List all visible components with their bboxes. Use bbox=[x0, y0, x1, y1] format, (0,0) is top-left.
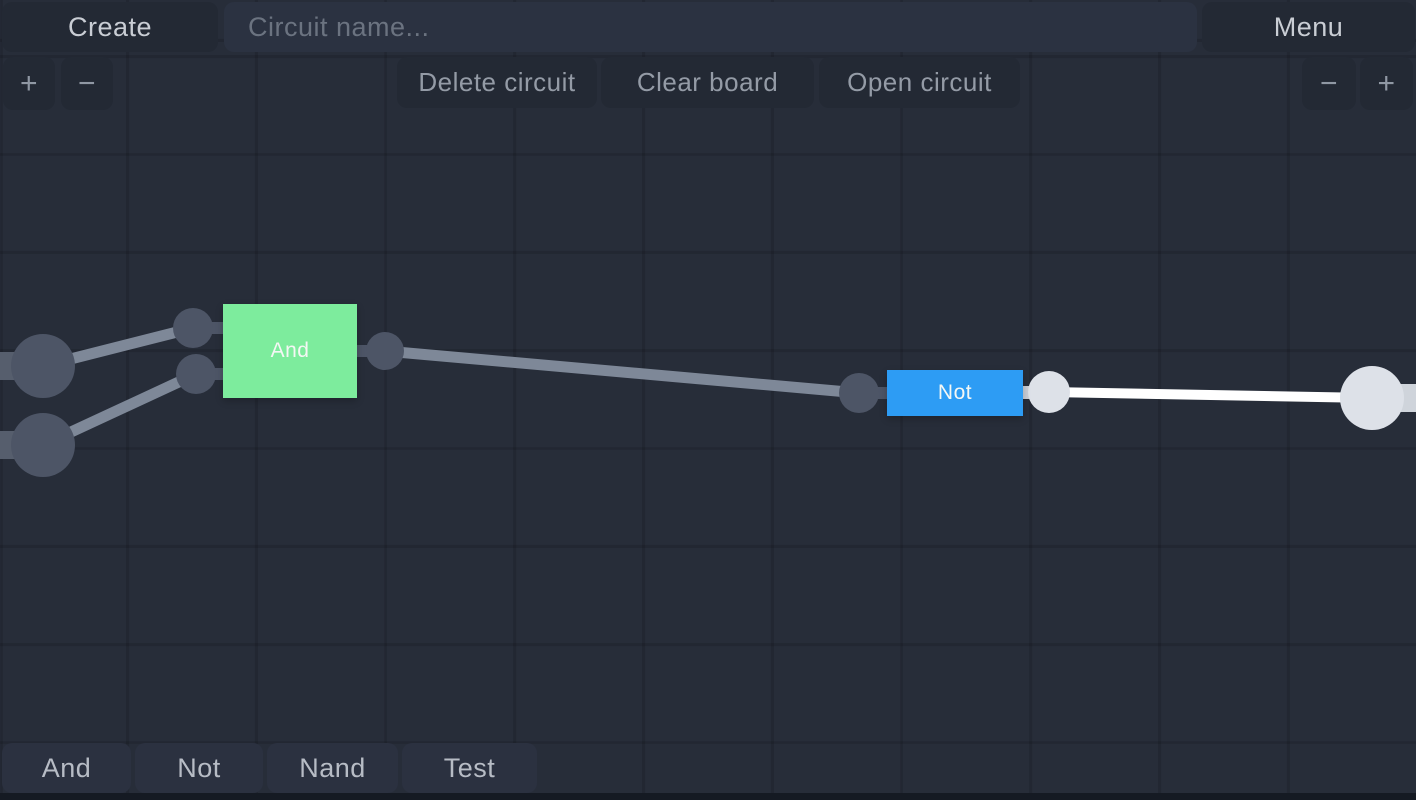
palette-item-and[interactable]: And bbox=[2, 743, 131, 793]
and-gate[interactable]: And bbox=[223, 304, 357, 398]
and-gate-label: And bbox=[270, 339, 310, 362]
delete-circuit-button[interactable]: Delete circuit bbox=[397, 57, 597, 108]
clear-board-button[interactable]: Clear board bbox=[601, 57, 814, 108]
zoom-out-button-left[interactable]: − bbox=[61, 57, 113, 110]
zoom-in-button-right[interactable]: + bbox=[1360, 57, 1413, 110]
palette-item-nand[interactable]: Nand bbox=[267, 743, 398, 793]
menu-button[interactable]: Menu bbox=[1202, 2, 1415, 52]
not-input-pin[interactable] bbox=[839, 373, 879, 413]
wire-and-to-not[interactable] bbox=[384, 345, 860, 399]
not-output-pin[interactable] bbox=[1028, 371, 1070, 413]
canvas-bottom-edge bbox=[0, 793, 1416, 800]
and-input-pin-2[interactable] bbox=[176, 354, 216, 394]
and-input-pin-1[interactable] bbox=[173, 308, 213, 348]
wire-not-to-output[interactable] bbox=[1048, 387, 1373, 403]
zoom-out-button-right[interactable]: − bbox=[1302, 57, 1356, 110]
input-node-2[interactable] bbox=[11, 413, 75, 477]
open-circuit-button[interactable]: Open circuit bbox=[819, 57, 1020, 108]
not-gate[interactable]: Not bbox=[887, 370, 1023, 416]
palette-item-not[interactable]: Not bbox=[135, 743, 263, 793]
zoom-in-button-left[interactable]: + bbox=[3, 57, 55, 110]
circuit-name-input[interactable] bbox=[224, 2, 1197, 52]
input-node-1[interactable] bbox=[11, 334, 75, 398]
palette-item-test[interactable]: Test bbox=[402, 743, 537, 793]
and-output-pin[interactable] bbox=[366, 332, 404, 370]
not-gate-label: Not bbox=[937, 381, 973, 404]
create-button[interactable]: Create bbox=[2, 2, 218, 52]
output-node[interactable] bbox=[1340, 366, 1404, 430]
